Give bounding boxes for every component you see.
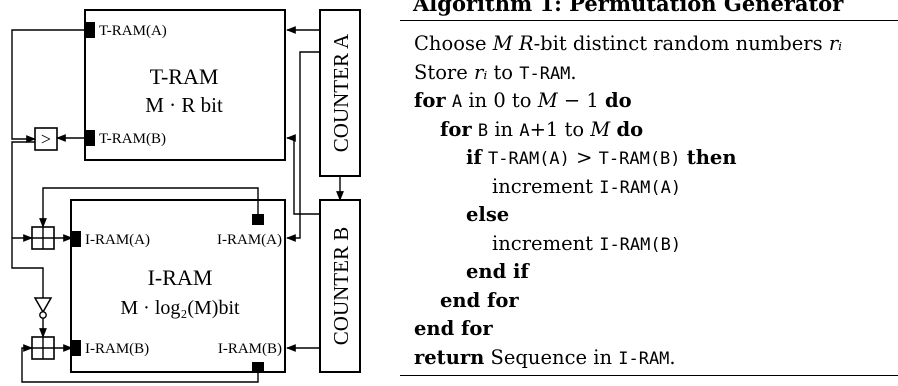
- algorithm-token: A: [451, 92, 463, 112]
- algorithm-token: Choose: [414, 32, 493, 55]
- algorithm-token: end for: [440, 288, 519, 312]
- algorithm-line: else: [466, 201, 509, 229]
- algorithm-line: return Sequence in I-RAM.: [414, 344, 676, 373]
- algorithm-token: M: [537, 89, 558, 112]
- iram-port-b-bottom: [252, 362, 264, 373]
- algorithm-line: Store rᵢ to T-RAM.: [414, 59, 577, 88]
- algorithm-panel: Algorithm 1: Permutation Generator Choos…: [400, 0, 898, 386]
- algorithm-title: Algorithm 1: Permutation Generator: [413, 0, 844, 16]
- iram-port-a-left: [72, 231, 81, 247]
- algorithm-token: end if: [466, 260, 529, 283]
- algorithm-line: end for: [440, 287, 519, 315]
- tram-block: [84, 9, 286, 161]
- algorithm-token: return: [414, 345, 485, 369]
- tram-port-a: [86, 22, 95, 38]
- algorithm-token: if: [466, 146, 482, 169]
- algorithm-token: M: [492, 32, 513, 55]
- algorithm-token: T-RAM(A): [488, 149, 570, 169]
- algorithm-token: − 1: [557, 89, 606, 112]
- tram-port-b: [86, 130, 95, 146]
- algorithm-token: for: [414, 89, 446, 112]
- algorithm-token: do: [616, 117, 644, 141]
- iram-title: I-RAM: [148, 265, 213, 290]
- algorithm-token: A: [519, 120, 530, 141]
- algorithm-token: -bit distinct random numbers: [533, 32, 829, 55]
- iram-port-b-left: [72, 340, 81, 356]
- algorithm-token: T-RAM: [519, 63, 571, 84]
- comparator-symbol: >: [41, 129, 51, 149]
- iram-port-a-top: [252, 214, 264, 225]
- algorithm-top-rule: [400, 20, 898, 21]
- counter-b-block: [319, 199, 361, 373]
- algorithm-token: do: [605, 89, 632, 112]
- algorithm-token: .: [669, 345, 676, 369]
- algorithm-line: increment I-RAM(A): [492, 173, 681, 202]
- iram-block: [70, 199, 286, 373]
- wires: [11, 26, 344, 383]
- algorithm-token: I-RAM: [618, 348, 670, 369]
- algorithm-line: increment I-RAM(B): [492, 230, 681, 259]
- adder-b: [31, 336, 55, 360]
- algorithm-token: end for: [414, 317, 493, 340]
- algorithm-token: rᵢ: [474, 60, 488, 84]
- algorithm-line: end if: [466, 258, 529, 286]
- adder-a: [31, 226, 55, 250]
- algorithm-line: for A in 0 to M − 1 do: [414, 87, 632, 116]
- algorithm-token: >: [569, 146, 599, 169]
- algorithm-token: B: [477, 120, 489, 141]
- algorithm-token: in 0 to: [462, 89, 538, 112]
- algorithm-token: else: [466, 203, 510, 226]
- algorithm-token: R: [518, 32, 534, 55]
- counter-a-label: COUNTER A: [329, 33, 353, 152]
- algorithm-bottom-rule: [400, 375, 898, 376]
- iram-port-b-right-label: I-RAM(B): [218, 341, 282, 357]
- algorithm-token: M: [590, 117, 611, 141]
- algorithm-token: for: [440, 117, 472, 141]
- counter-b-label: COUNTER B: [329, 227, 353, 345]
- algorithm-token: I-RAM(A): [599, 177, 682, 198]
- algorithm-token: Sequence in: [484, 345, 619, 369]
- tram-port-a-label: T-RAM(A): [99, 23, 167, 39]
- algorithm-token: I-RAM(B): [599, 234, 682, 255]
- algorithm-token: to: [487, 60, 520, 84]
- algorithm-token: rᵢ: [828, 32, 843, 55]
- iram-size: M · log₂(M)bit: [120, 297, 240, 319]
- algorithm-token: .: [570, 60, 577, 84]
- algorithm-token: increment: [492, 174, 600, 198]
- inverter-gate: [33, 297, 53, 319]
- tram-port-b-label: T-RAM(B): [99, 131, 166, 147]
- algorithm-token: T-RAM(B): [598, 149, 681, 169]
- algorithm-line: for B in A+1 to M do: [440, 116, 643, 145]
- algorithm-token: increment: [492, 231, 600, 255]
- algorithm-line: end for: [414, 315, 493, 343]
- iram-port-a-left-label: I-RAM(A): [85, 232, 150, 248]
- architecture-diagram: T-RAM(A) T-RAM(B) T-RAM M · R bit I-RAM(…: [11, 9, 361, 383]
- tram-size: M · R bit: [145, 93, 223, 117]
- algorithm-token: +1 to: [529, 117, 591, 141]
- iram-port-a-right-label: I-RAM(A): [217, 232, 282, 248]
- algorithm-token: then: [686, 146, 737, 169]
- tram-title: T-RAM: [150, 64, 219, 89]
- iram-port-b-left-label: I-RAM(B): [85, 341, 149, 357]
- algorithm-token: in: [488, 117, 520, 141]
- algorithm-token: Store: [414, 60, 474, 84]
- algorithm-line: if T-RAM(A) > T-RAM(B) then: [466, 144, 737, 173]
- algorithm-line: Choose M R-bit distinct random numbers r…: [414, 30, 842, 58]
